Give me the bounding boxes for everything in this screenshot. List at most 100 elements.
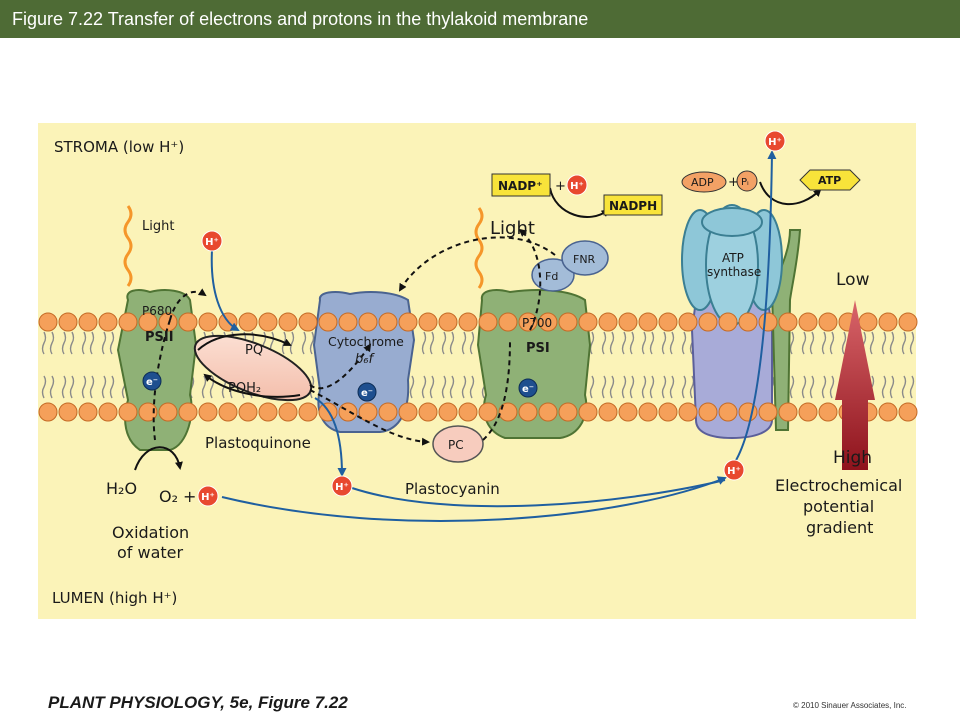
proton-marker-label: H⁺ [727, 466, 741, 477]
lipid-head [478, 402, 498, 422]
lipid-head [158, 402, 178, 422]
lipid-head [418, 312, 438, 332]
lipid-tail [61, 375, 67, 399]
lipid-head [398, 402, 418, 422]
lipid-tail [81, 375, 87, 399]
adp-plus: + [728, 175, 739, 190]
fnr-label: FNR [573, 253, 596, 266]
lipid-tail [69, 375, 75, 399]
footer-book-label: PLANT PHYSIOLOGY, 5e, Figure 7.22 [48, 693, 348, 712]
light-label-left: Light [142, 219, 174, 234]
title-bar: Figure 7.22 Transfer of electrons and pr… [0, 0, 960, 38]
lipid-head [418, 402, 438, 422]
lipid-head [658, 312, 678, 332]
lipid-head [598, 402, 618, 422]
lipid-tail [421, 331, 427, 355]
lipid-head [498, 312, 518, 332]
atp-label: ATP [818, 174, 841, 187]
lipid-tail [449, 375, 455, 399]
lipid-tail [301, 331, 307, 355]
lipid-head [378, 402, 398, 422]
lipid-tail [629, 331, 635, 355]
lipid-tail [829, 331, 835, 355]
lipid-tail [69, 331, 75, 355]
lumen-label: LUMEN (high H⁺) [52, 589, 177, 607]
lipid-head [698, 312, 718, 332]
page-title: Figure 7.22 Transfer of electrons and pr… [12, 9, 589, 29]
lipid-tail [41, 331, 47, 355]
lipid-head [238, 312, 258, 332]
lipid-head [358, 312, 378, 332]
proton-marker-label: H⁺ [335, 482, 349, 493]
lipid-head [498, 402, 518, 422]
lipid-tail [589, 375, 595, 399]
lipid-head [558, 312, 578, 332]
lipid-tail [909, 331, 915, 355]
psii-label: PSII [145, 330, 174, 345]
pc-label: PC [448, 438, 464, 452]
lipid-head [758, 312, 778, 332]
lipid-tail [649, 375, 655, 399]
lipid-head [298, 402, 318, 422]
lipid-head [338, 402, 358, 422]
lipid-tail [609, 375, 615, 399]
atp-formation-arrow [759, 181, 822, 205]
lipid-head [178, 312, 198, 332]
lipid-tail [629, 375, 635, 399]
lipid-head [618, 312, 638, 332]
lipid-head [198, 402, 218, 422]
footer-copyright: © 2010 Sinauer Associates, Inc. [793, 701, 907, 710]
electron-marker [518, 378, 538, 398]
plastocyanin-circle [432, 425, 484, 463]
lipid-head [798, 312, 818, 332]
cytochrome-label: Cytochrome [328, 334, 404, 349]
electron-markers: e⁻e⁻e⁻ [142, 371, 538, 402]
lipid-tail [789, 331, 795, 355]
proton-marker [197, 485, 219, 507]
lipid-tail [681, 375, 687, 399]
electron-path-to-fd [518, 228, 542, 331]
lipid-tail [809, 375, 815, 399]
lipid-head [178, 402, 198, 422]
lipid-head [598, 312, 618, 332]
proton-marker [566, 174, 588, 196]
gradient-label-1: Electrochemical [775, 476, 902, 495]
lipid-head [878, 402, 898, 422]
lipid-tail [661, 331, 667, 355]
proton-marker [723, 459, 745, 481]
lipid-head [818, 312, 838, 332]
o2-plus: + [183, 487, 196, 506]
lipid-tail [461, 375, 467, 399]
lipid-head [758, 402, 778, 422]
light-squiggle-left [123, 205, 133, 287]
lipid-tail [89, 375, 95, 399]
lipid-head [158, 312, 178, 332]
lipid-head [98, 402, 118, 422]
lipid-head [678, 402, 698, 422]
lipid-tail [469, 331, 475, 355]
lipid-head [38, 312, 58, 332]
lipid-tail [309, 331, 315, 355]
lipid-head [78, 312, 98, 332]
proton-uptake-arrow [210, 249, 240, 331]
psi-label: PSI [526, 341, 550, 356]
lipid-head [118, 312, 138, 332]
lipid-head [258, 402, 278, 422]
lipid-head [578, 402, 598, 422]
lipid-tail [421, 375, 427, 399]
lipid-head [578, 312, 598, 332]
lipid-tail [821, 331, 827, 355]
lipid-head [278, 312, 298, 332]
lipid-tail [901, 331, 907, 355]
lipid-tail [49, 375, 55, 399]
water-oxidation-arrow [134, 446, 183, 471]
lipid-tail [909, 375, 915, 399]
atp-synthase-complex [681, 204, 802, 440]
electron-path-to-cytochrome [309, 343, 372, 390]
lipid-tail [621, 331, 627, 355]
pq-oxidation-arrow [203, 373, 301, 398]
lipid-head [138, 402, 158, 422]
lipid-tail [101, 331, 107, 355]
low-label: Low [836, 270, 870, 290]
lipid-tail [449, 331, 455, 355]
